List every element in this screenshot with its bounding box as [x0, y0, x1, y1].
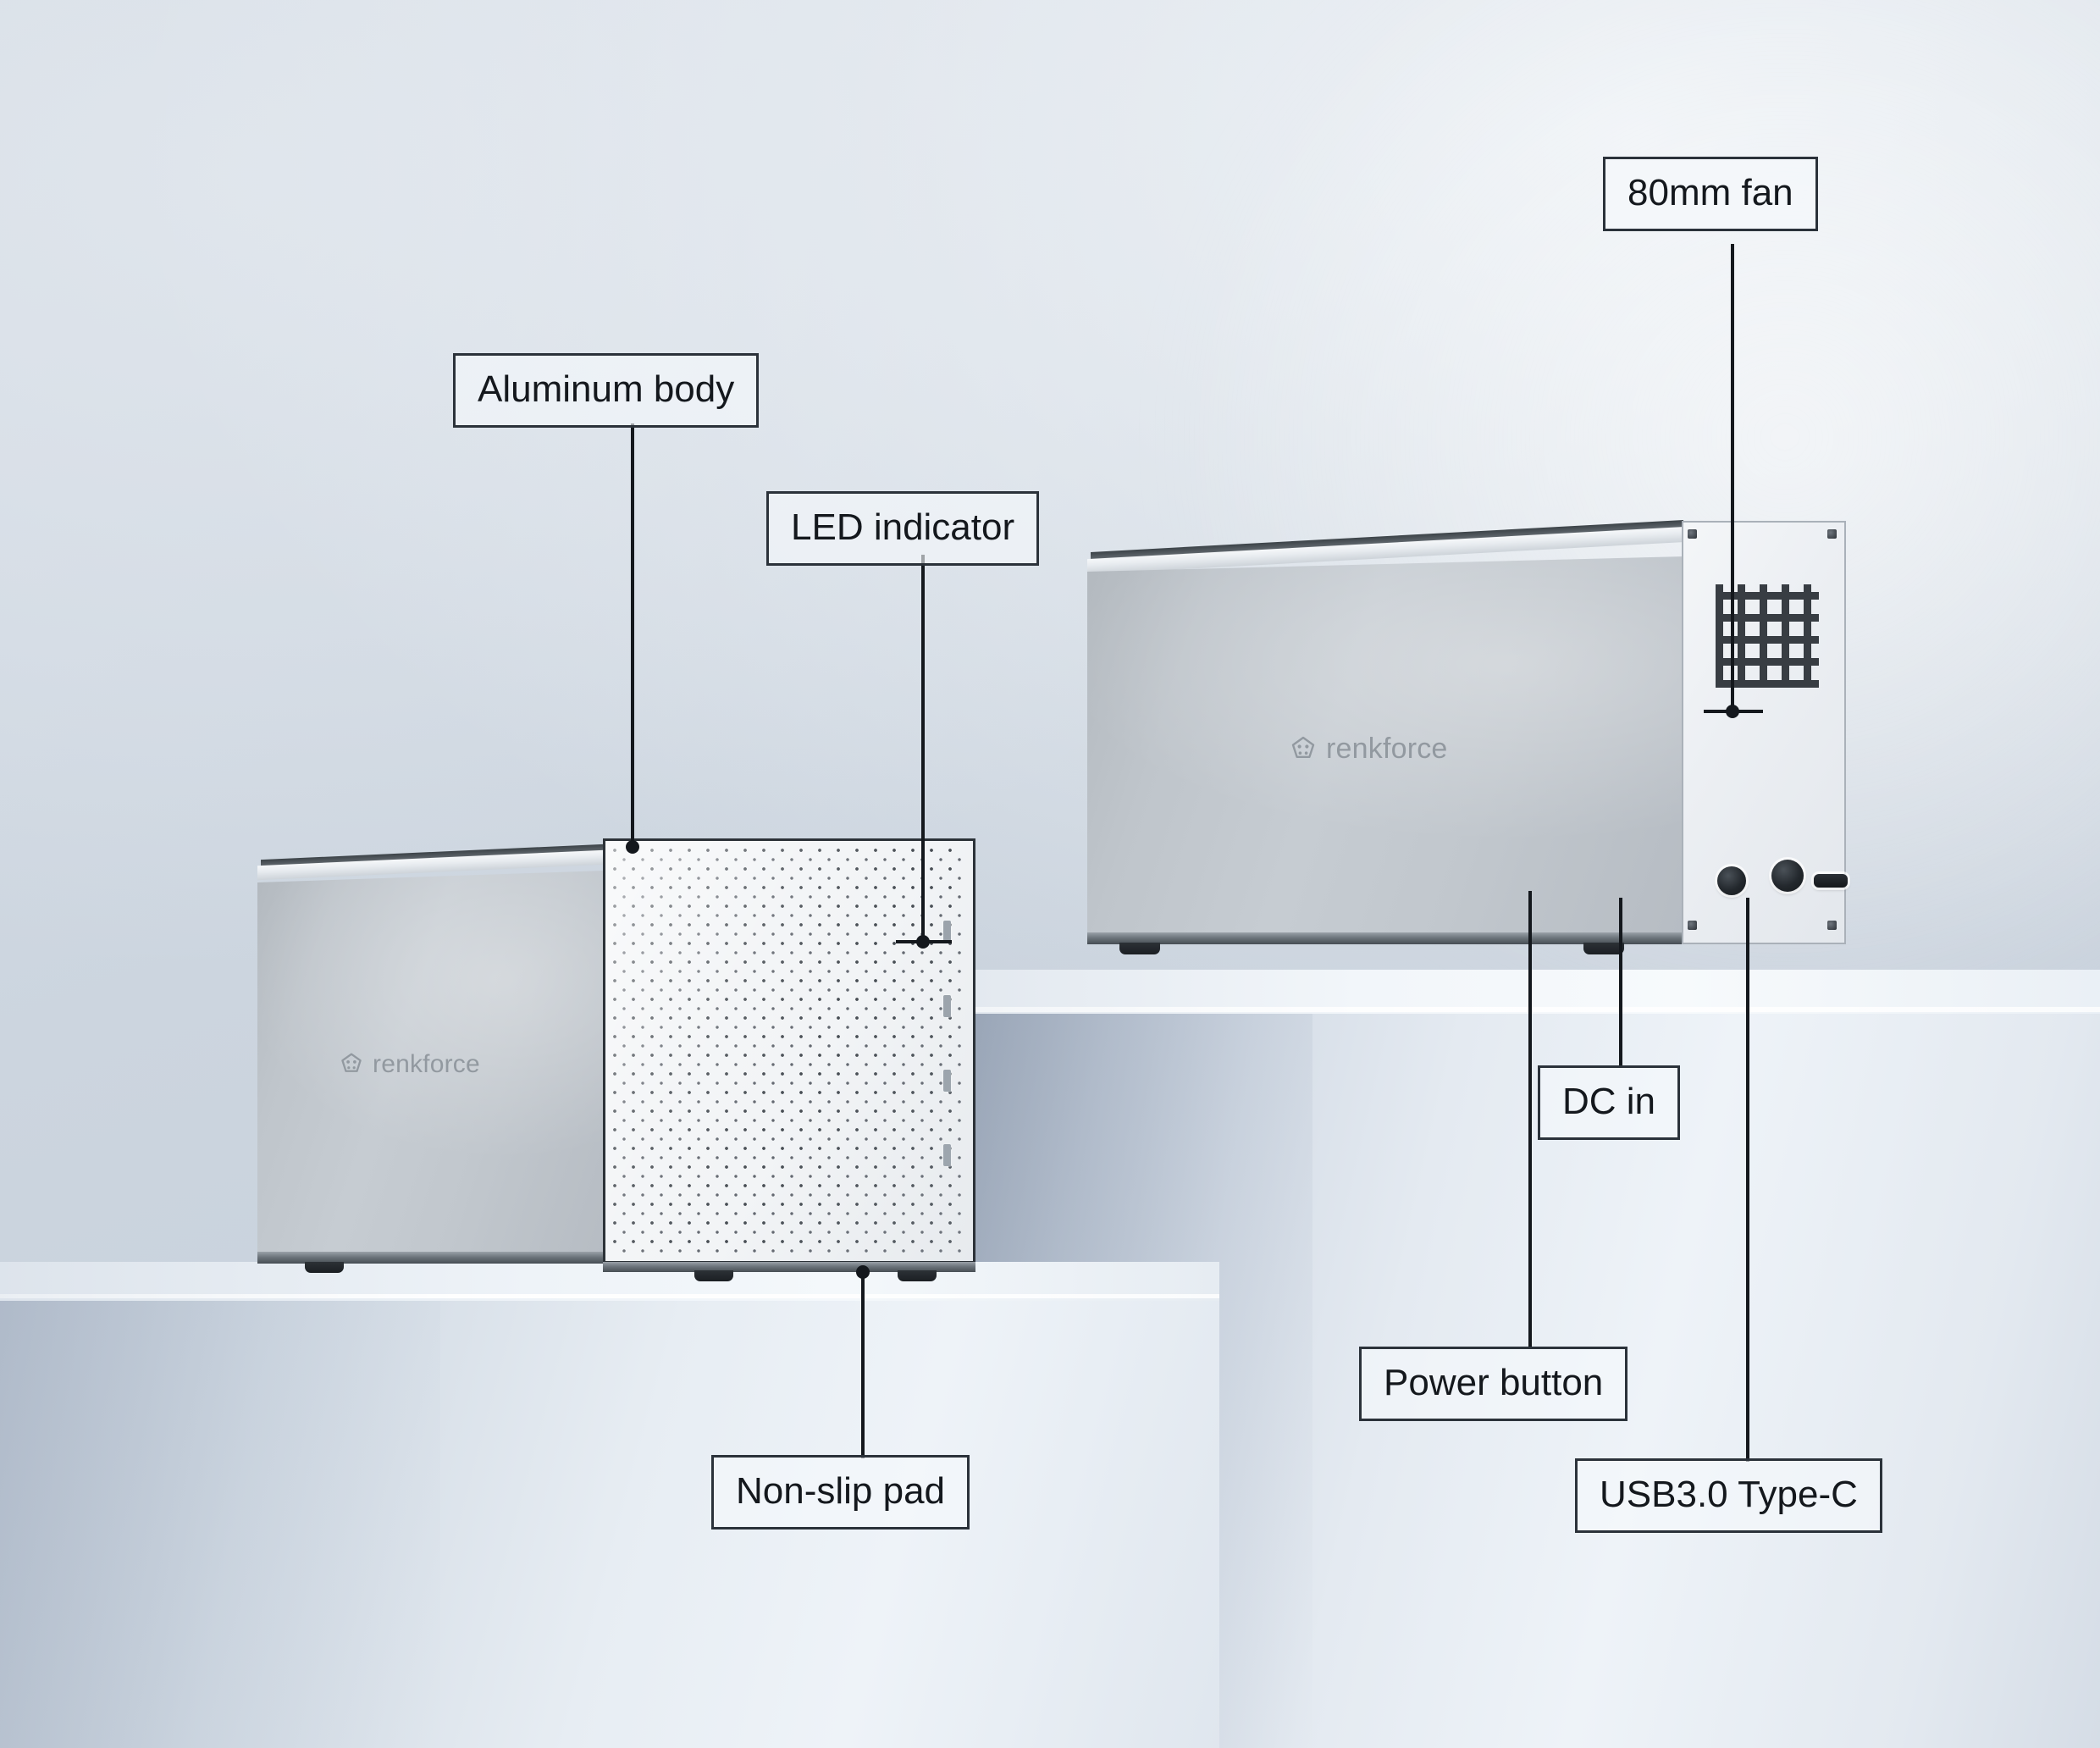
enclosure-front-unit: renkforce — [254, 838, 982, 1281]
leader-fan — [1731, 244, 1734, 711]
leader-dc-in — [1619, 898, 1622, 1067]
callout-aluminum-body: Aluminum body — [453, 353, 760, 428]
leader-tick-led-indicator — [896, 940, 952, 943]
callout-led-indicator-label: LED indicator — [791, 506, 1015, 548]
pedestal-right-top — [948, 970, 2100, 1014]
callout-power-button: Power button — [1359, 1347, 1628, 1421]
led-indicator-column — [943, 921, 951, 1219]
leader-dot-aluminum-body — [626, 840, 639, 854]
callout-aluminum-body-label: Aluminum body — [478, 368, 735, 410]
callout-power-button-label: Power button — [1384, 1362, 1604, 1403]
leader-aluminum-body — [631, 423, 634, 847]
pedestal-left-front — [0, 1296, 1219, 1748]
front-unit-foot-center — [694, 1270, 733, 1281]
rear-unit-bottom-bevel — [1087, 932, 1685, 944]
rear-panel-screw-bottom-right — [1827, 921, 1837, 930]
front-unit-brand-logo: renkforce — [339, 1050, 480, 1079]
front-unit-brand-name: renkforce — [373, 1050, 480, 1078]
front-unit-bottom-bevel — [257, 1252, 605, 1264]
callout-non-slip-pad: Non-slip pad — [711, 1455, 970, 1530]
front-panel-bottom-bevel — [603, 1262, 975, 1272]
callout-fan: 80mm fan — [1603, 157, 1818, 231]
callout-usb-c-label: USB3.0 Type-C — [1600, 1474, 1858, 1515]
leader-dot-non-slip-pad — [856, 1265, 870, 1279]
renkforce-flower-logo-icon — [1291, 736, 1315, 758]
rear-unit-side-panel: renkforce — [1087, 556, 1685, 939]
usb-c-port — [1814, 874, 1848, 888]
led-indicator-2 — [943, 995, 951, 1017]
leader-power-button — [1528, 891, 1532, 1348]
callout-dc-in: DC in — [1538, 1065, 1681, 1140]
pedestal-left-shadow — [0, 1296, 440, 1748]
leader-usb-c — [1746, 898, 1749, 1462]
led-indicator-3 — [943, 1070, 951, 1092]
callout-non-slip-pad-label: Non-slip pad — [736, 1470, 946, 1512]
pedestal-right-edge — [948, 1007, 2100, 1012]
leader-tick-fan — [1704, 710, 1763, 713]
callout-dc-in-label: DC in — [1562, 1081, 1656, 1122]
rear-panel-screw-top-left — [1688, 529, 1697, 539]
leader-non-slip-pad — [861, 1270, 865, 1458]
rear-panel-screw-top-right — [1827, 529, 1837, 539]
leader-led-indicator — [921, 555, 925, 942]
front-unit-side-sheen — [257, 871, 605, 1258]
rear-unit-foot-left — [1119, 943, 1160, 954]
rear-unit-brand-name: renkforce — [1326, 733, 1448, 765]
front-unit-foot-left — [305, 1262, 344, 1273]
front-unit-side-panel: renkforce — [257, 871, 605, 1258]
callout-usb-c: USB3.0 Type-C — [1575, 1458, 1882, 1533]
callout-led-indicator: LED indicator — [766, 491, 1040, 566]
rear-unit-side-sheen — [1087, 556, 1685, 939]
rear-unit-brand-logo: renkforce — [1289, 733, 1448, 766]
pedestal-left — [0, 1262, 1219, 1748]
rear-unit-foot-right — [1583, 943, 1624, 954]
renkforce-flower-logo-icon — [341, 1053, 362, 1072]
dc-in-port — [1717, 866, 1746, 895]
power-button-port — [1771, 860, 1804, 892]
callout-fan-label: 80mm fan — [1628, 172, 1793, 213]
front-mesh-panel — [603, 838, 975, 1264]
front-mesh-perforation — [612, 848, 966, 1254]
rear-panel-screw-bottom-left — [1688, 921, 1697, 930]
pedestal-left-edge — [0, 1294, 1219, 1298]
led-indicator-4 — [943, 1144, 951, 1166]
front-unit-foot-right — [898, 1270, 937, 1281]
enclosure-rear-unit: renkforce — [1075, 520, 1848, 970]
